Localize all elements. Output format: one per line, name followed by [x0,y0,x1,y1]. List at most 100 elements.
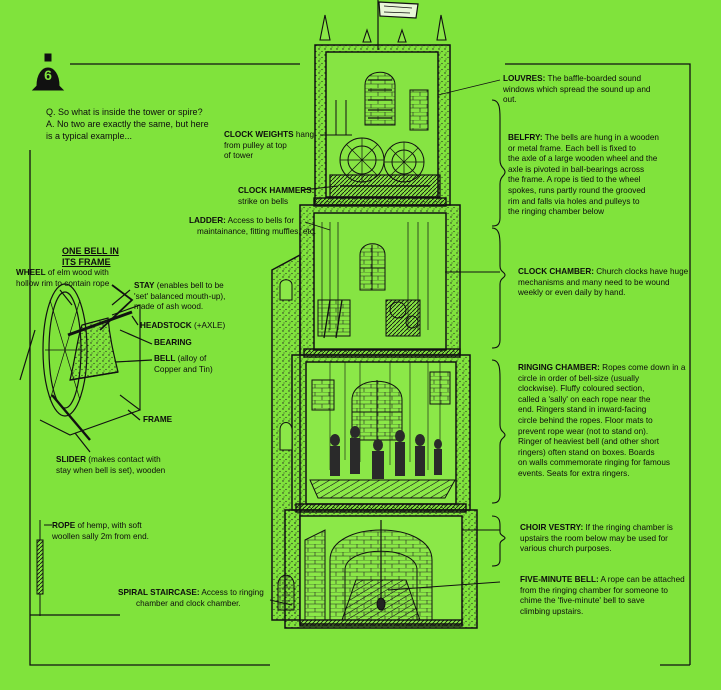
bell-panel-title-line2: ITS FRAME [62,257,111,267]
belfry-text: or metal frame. Each bell is fixed to [508,143,636,153]
spiral-staircase-text1: Access to ringing [199,588,264,597]
bell-in-frame-diagram [19,283,153,453]
five-minute-bell-text: chime the 'five-minute' bell to save [520,596,645,606]
clock-chamber-contents [317,222,429,339]
stay-text3: made of ash wood. [134,302,204,312]
clock-weights-text1: hang [293,130,315,139]
stay-text2: 'set' balanced mouth-up), [134,291,226,301]
clock-weights-text2: from pulley at top [224,140,287,150]
clock-weights-text3: of tower [224,151,254,161]
wheel-text2: hollow rim to contain rope [16,278,110,288]
ringing-chamber-text: on walls commemorate ringing for famous [518,458,670,468]
belfry-text: The bells are hung in a wooden [542,133,659,142]
term-spiral-staircase: SPIRAL STAIRCASE: [118,588,200,597]
label-stay: STAY (enables bell to be 'set' balanced … [134,281,264,313]
term-ringing-chamber: RINGING CHAMBER: [518,363,600,372]
bell-rope-sally [36,520,52,616]
bell-text1: (alloy of [175,354,207,363]
label-wheel: WHEEL of elm wood with hollow rim to con… [16,268,126,289]
term-stay: STAY [134,281,155,290]
ringing-chamber-text: prevent rope wear (not to stand on). [518,426,649,436]
label-slider: SLIDER (makes contact with stay when bel… [56,455,196,476]
stay-text1: (enables bell to be [154,281,224,290]
belfry-text: rim and falls via holes and pulleys to [508,196,640,206]
label-headstock: HEADSTOCK (+AXLE) [140,321,225,332]
label-five-minute-bell: FIVE-MINUTE BELL: A rope can be attached… [520,575,690,617]
term-slider: SLIDER [56,455,87,464]
slider-text2: stay when bell is set), wooden [56,465,166,475]
ladder-text1: Access to bells for [225,216,295,225]
ringing-chamber-text: Ringer of heaviest bell (and other short [518,437,660,447]
right-braces [491,99,506,567]
term-louvres: LOUVRES: [503,74,546,83]
clock-hammers-text1: strike on bells [238,196,289,206]
page-number-badge: 6 [44,67,52,83]
rope-text2: woollen sally 2m from end. [52,531,149,541]
label-bearing: BEARING [154,338,192,349]
label-frame: FRAME [143,415,172,426]
five-minute-bell-text: climbing upstairs. [520,606,584,616]
label-bell: BELL (alloy of Copper and Tin) [154,354,254,375]
term-headstock: HEADSTOCK [140,321,192,330]
ladder-text2: maintainance, fitting muffles, etc. [197,226,317,236]
rope-text1: of hemp, with soft [75,521,142,530]
louvres-text1: The baffle-boarded sound [545,74,642,83]
ringing-chamber-text: Ropes come down in a [599,363,686,372]
ringing-chamber-text: called a 'sally' on each rope near the [518,394,651,404]
label-spiral-staircase: SPIRAL STAIRCASE: Access to ringing cham… [118,588,278,609]
five-minute-bell-text: from the ringing chamber for someone to [520,585,668,595]
ringing-chamber-text: end. Ringers stand in inward-facing [518,405,647,415]
label-belfry: BELFRY: The bells are hung in a wooden o… [508,133,688,218]
ringing-chamber-text: events. Seats for extra ringers. [518,468,630,478]
ringing-chamber-text: circle behind the ropes. Floor mats to [518,415,653,425]
wheel-text1: of elm wood with [45,268,109,277]
term-rope: ROPE [52,521,76,530]
intro-answer-line1: A. No two are exactly the same, but here [46,119,209,129]
choir-vestry-text: If the ringing chamber is [583,523,673,532]
clock-chamber-text: Church clocks have huge [593,267,689,276]
choir-vestry-contents [304,520,433,621]
clock-chamber-text: mechanisms and many need to be wound [518,277,670,287]
term-clock-chamber: CLOCK CHAMBER: [518,267,594,276]
headstock-text: (+AXLE) [191,321,226,330]
label-louvres: LOUVRES: The baffle-boarded sound window… [503,74,688,106]
belfry-text: the ringing chamber below [508,207,605,217]
term-belfry: BELFRY: [508,133,543,142]
ringing-chamber-contents [309,362,456,499]
bell-panel-title-line1: ONE BELL IN [62,246,119,256]
choir-vestry-text: upstairs the room below may be used for [520,533,668,543]
choir-vestry-text: various church purposes. [520,544,612,554]
term-choir-vestry: CHOIR VESTRY: [520,523,584,532]
intro-question: Q. So what is inside the tower or spire? [46,107,203,117]
slider-text1: (makes contact with [86,455,161,464]
term-frame: FRAME [143,415,173,424]
ringing-chamber-text: clockwise). Fluffy coloured section, [518,384,645,394]
ringing-chamber-text: ringers) often stand on boxes. Boards [518,447,655,457]
belfry-text: the axle of a large wooden wheel and the [508,154,658,164]
label-ringing-chamber: RINGING CHAMBER: Ropes come down in a ci… [518,363,690,480]
label-choir-vestry: CHOIR VESTRY: If the ringing chamber is … [520,523,690,555]
intro-answer-line2: is a typical example... [46,131,133,141]
term-bell: BELL [154,354,176,363]
term-clock-weights: CLOCK WEIGHTS [224,130,294,139]
belfry-text: axle is pivoted in ball-bearings across [508,164,645,174]
louvres-text2: windows which spread the sound up and [503,84,651,94]
spiral-staircase-text2: chamber and clock chamber. [136,598,241,608]
clock-chamber-text: weekly or even daily by hand. [518,288,626,298]
label-rope: ROPE of hemp, with soft woollen sally 2m… [52,521,192,542]
bell-text2: Copper and Tin) [154,364,213,374]
belfry-text: the frame. A rope is tied to the wheel [508,175,641,185]
ringing-chamber-text: circle in order of bell-size (usually [518,373,640,383]
belfry-text: spokes, runs partly round the grooved [508,185,646,195]
term-clock-hammers: CLOCK HAMMERS: [238,186,315,195]
label-ladder: LADDER: Access to bells for maintainance… [189,216,329,237]
term-ladder: LADDER: [189,216,226,225]
label-clock-hammers: CLOCK HAMMERS: strike on bells [238,186,318,207]
turret-details [277,279,295,611]
bell-badge-icon [31,53,65,91]
label-clock-weights: CLOCK WEIGHTS hang from pulley at top of… [224,130,324,162]
louvres-text3: out. [503,95,517,105]
pinnacles [319,14,447,43]
